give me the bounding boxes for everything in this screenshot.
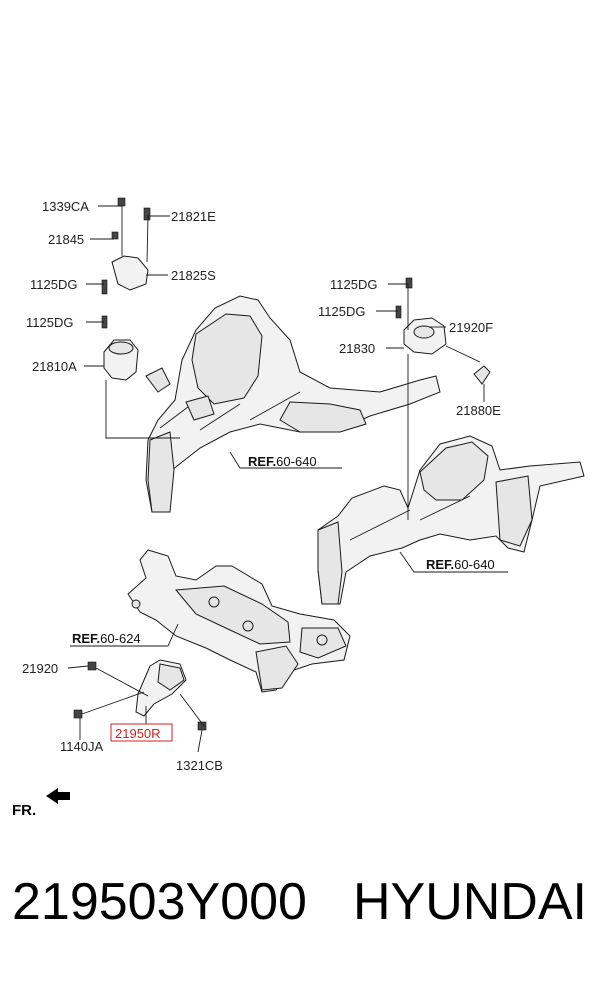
part-number: 219503Y000 xyxy=(12,873,307,931)
label-21880E: 21880E xyxy=(456,403,501,418)
left-side-member xyxy=(145,295,441,513)
label-1125DG-a: 1125DG xyxy=(30,277,77,292)
label-1125DG-d: 1125DG xyxy=(318,304,365,319)
front-marker: FR. xyxy=(12,788,70,819)
left-engine-mount xyxy=(101,197,151,381)
ref-label-3: REF.60-624 xyxy=(72,631,141,646)
label-21845: 21845 xyxy=(48,232,84,247)
label-21920: 21920 xyxy=(22,661,58,676)
label-21830: 21830 xyxy=(339,341,375,356)
ref-label-1: REF.60-640 xyxy=(248,454,317,469)
sub-frame xyxy=(127,549,351,693)
label-21825S: 21825S xyxy=(171,268,216,283)
front-arrow-icon xyxy=(46,788,70,804)
label-1321CB: 1321CB xyxy=(176,758,223,773)
label-21950R: 21950R xyxy=(115,726,161,741)
roll-rod-bracket xyxy=(73,659,207,731)
right-side-member xyxy=(317,435,585,605)
caption: 219503Y000 HYUNDAI xyxy=(12,872,592,944)
label-21810A: 21810A xyxy=(32,359,77,374)
label-1140JA: 1140JA xyxy=(60,739,103,754)
label-1125DG-b: 1125DG xyxy=(26,315,73,330)
ref-label-2: REF.60-640 xyxy=(426,557,495,572)
label-21920F: 21920F xyxy=(449,320,493,335)
front-marker-label: FR. xyxy=(12,802,36,819)
highlight-box-21950R xyxy=(110,723,173,742)
label-1339CA: 1339CA xyxy=(42,199,89,214)
label-21821E: 21821E xyxy=(171,209,216,224)
brand-name: HYUNDAI xyxy=(352,873,587,931)
leader-lines xyxy=(67,205,508,753)
label-1125DG-c: 1125DG xyxy=(330,277,377,292)
